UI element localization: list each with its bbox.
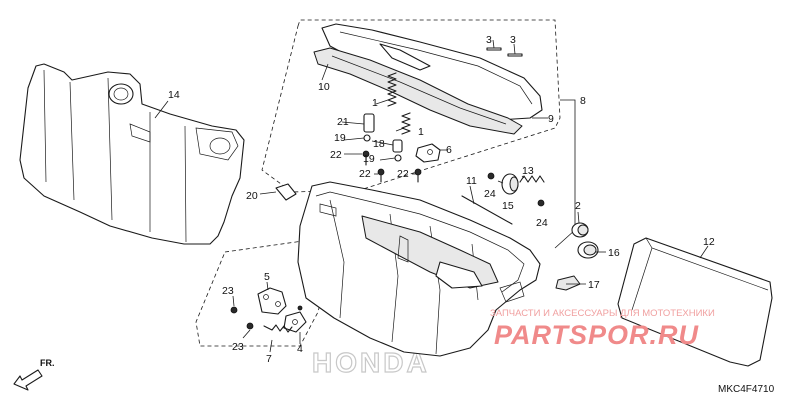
screw-22b bbox=[377, 168, 385, 183]
callout-19a: 19 bbox=[334, 132, 346, 144]
latch-group-outline bbox=[195, 239, 331, 347]
callout-22c: 22 bbox=[397, 168, 409, 180]
front-direction-arrow: FR. bbox=[13, 358, 55, 391]
callout-24b: 24 bbox=[536, 217, 548, 229]
grommet-24b bbox=[537, 199, 545, 207]
pad-17 bbox=[555, 275, 581, 291]
site-watermark: ЗАПЧАСТИ И АКСЕССУАРЫ ДЛЯ МОТОТЕХНИКИ PA… bbox=[490, 308, 715, 350]
callout-7: 7 bbox=[266, 353, 272, 365]
knob-2 bbox=[571, 222, 589, 238]
latch-4 bbox=[283, 311, 307, 333]
rod-11 bbox=[461, 195, 513, 225]
screw-22c bbox=[414, 168, 422, 183]
callout-9: 9 bbox=[548, 113, 554, 125]
callout-19b: 19 bbox=[363, 153, 375, 165]
callout-3b: 3 bbox=[510, 34, 516, 46]
callout-4: 4 bbox=[297, 343, 303, 355]
callout-22b: 22 bbox=[359, 168, 371, 180]
callout-1b: 1 bbox=[418, 126, 424, 138]
storage-box bbox=[297, 181, 541, 357]
callouts: 14 3 3 8 9 10 1 1 21 19 18 19 22 22 22 6… bbox=[168, 34, 715, 365]
cap-16 bbox=[577, 241, 599, 259]
callout-11: 11 bbox=[466, 175, 477, 187]
callout-3a: 3 bbox=[486, 34, 492, 46]
callout-22a: 22 bbox=[330, 149, 342, 161]
latch-plate-5 bbox=[257, 287, 287, 315]
callout-21: 21 bbox=[337, 116, 349, 128]
diagram-code: MKC4F4710 bbox=[718, 384, 775, 395]
collar-15 bbox=[501, 173, 519, 195]
callout-14: 14 bbox=[168, 89, 180, 101]
watermark-tagline: ЗАПЧАСТИ И АКСЕССУАРЫ ДЛЯ МОТОТЕХНИКИ bbox=[490, 308, 715, 319]
screw-4 bbox=[297, 305, 303, 311]
screw-23b bbox=[246, 322, 254, 330]
lid-panel-10 bbox=[313, 43, 523, 135]
callout-12: 12 bbox=[703, 236, 715, 248]
callout-15: 15 bbox=[502, 200, 514, 212]
top-lid-group-outline bbox=[261, 19, 561, 193]
callout-5: 5 bbox=[264, 271, 270, 283]
callout-10: 10 bbox=[318, 81, 330, 93]
leader-lines bbox=[154, 39, 709, 353]
callout-18: 18 bbox=[373, 138, 385, 150]
callout-16: 16 bbox=[608, 247, 620, 259]
clip-20 bbox=[275, 183, 297, 201]
clip-19b bbox=[394, 154, 402, 162]
spring-7 bbox=[263, 324, 293, 333]
screw-23a bbox=[230, 306, 238, 314]
callout-23a: 23 bbox=[222, 285, 234, 297]
leader-8-bracket bbox=[554, 99, 576, 249]
callout-20: 20 bbox=[246, 190, 258, 202]
front-direction-label: FR. bbox=[40, 358, 55, 368]
mat-12 bbox=[617, 237, 773, 367]
screw-22a bbox=[362, 150, 370, 166]
decal-3a bbox=[486, 47, 502, 51]
pin-21 bbox=[363, 113, 375, 133]
side-panel-14 bbox=[19, 63, 245, 245]
callout-24a: 24 bbox=[484, 188, 496, 200]
callout-13: 13 bbox=[522, 165, 534, 177]
callout-8: 8 bbox=[580, 95, 586, 107]
spring-13 bbox=[519, 175, 545, 183]
callout-1a: 1 bbox=[372, 97, 378, 109]
grommet-24a bbox=[487, 172, 495, 180]
watermark-logo: PARTSPOR.RU bbox=[494, 320, 700, 350]
callout-17: 17 bbox=[588, 279, 600, 291]
clip-19a bbox=[363, 134, 371, 142]
callout-23b: 23 bbox=[232, 341, 244, 353]
pin-18 bbox=[392, 139, 403, 153]
spring-1b bbox=[401, 112, 411, 135]
callout-2: 2 bbox=[575, 200, 581, 212]
callout-6: 6 bbox=[446, 144, 452, 156]
decal-3b bbox=[507, 53, 523, 57]
